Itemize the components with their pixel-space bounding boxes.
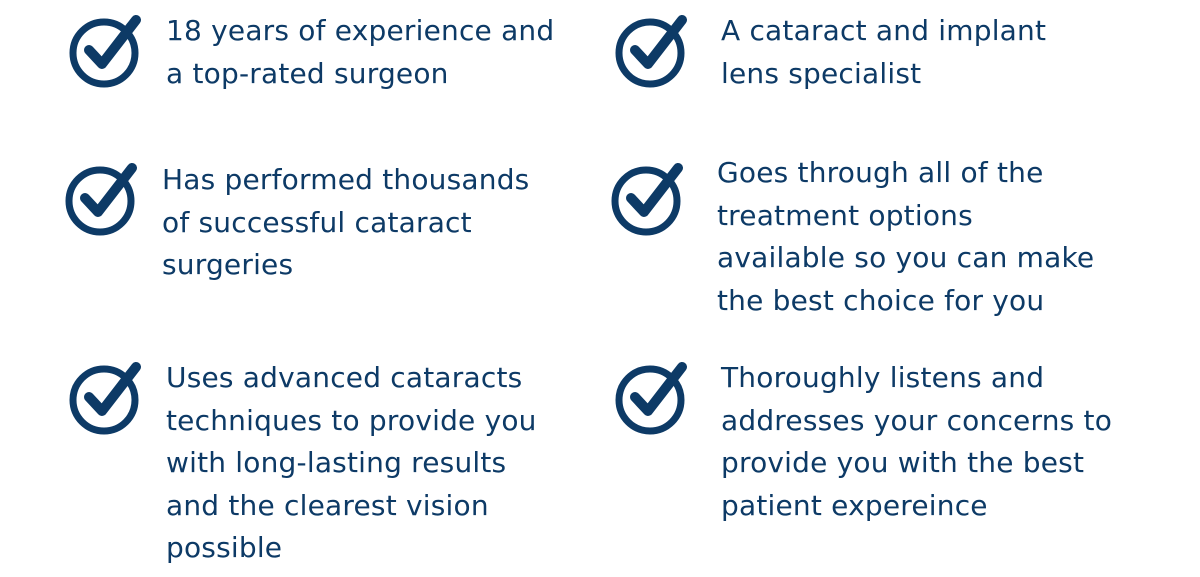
check-circle-icon (62, 157, 144, 239)
feature-text: Thoroughly listens and addresses your co… (721, 361, 1113, 522)
feature-text: Has performed thousands of successful ca… (162, 163, 530, 281)
check-circle-icon (608, 157, 690, 239)
check-circle-icon (612, 356, 694, 438)
feature-text: Goes through all of the treatment option… (717, 156, 1095, 317)
check-circle-icon (66, 356, 148, 438)
check-circle-icon (66, 9, 148, 91)
feature-text: Uses advanced cataracts techniques to pr… (166, 361, 537, 564)
feature-text: A cataract and implant lens specialist (721, 14, 1047, 90)
feature-text: 18 years of experience and a top-rated s… (166, 14, 555, 90)
check-circle-icon (612, 9, 694, 91)
